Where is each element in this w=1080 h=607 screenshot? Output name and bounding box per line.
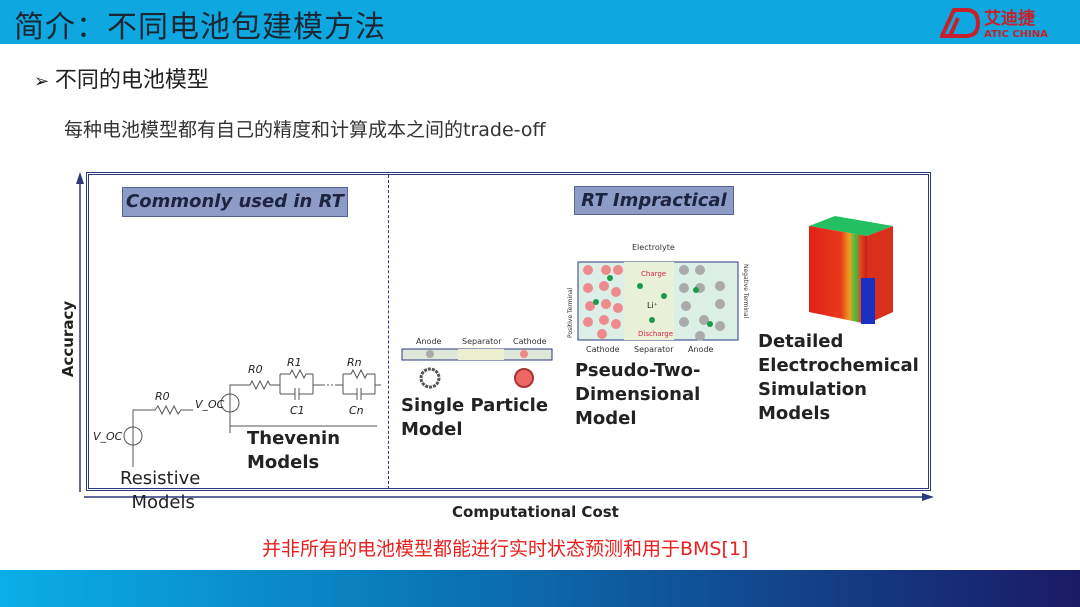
positive-terminal-label: Positive Terminal [567,287,574,338]
r0-label-2: R0 [248,363,263,376]
footnote-warning: 并非所有的电池模型都能进行实时状态预测和用于BMS[1] [262,538,749,560]
svg-text:ATIC CHINA: ATIC CHINA [984,29,1048,40]
header-bar [0,0,1080,44]
y-axis-label: Accuracy [59,300,77,378]
electrolyte-label: Electrolyte [632,243,675,252]
x-axis-label: Computational Cost [452,503,619,521]
p2d-figure: Electrolyte Charge Li⁺ Discharge Positiv… [567,243,749,354]
p2d-anode-label: Anode [688,345,714,354]
r0-label: R0 [155,390,170,403]
voc-label: V_OC [93,430,123,443]
y-axis-arrow-icon [76,172,84,184]
arrow-bullet-icon: ➢ [34,71,55,92]
negative-terminal-label: Negative Terminal [742,264,749,319]
li-ion-label: Li⁺ [647,301,658,310]
svg-text:艾迪捷: 艾迪捷 [984,8,1036,29]
r1-label: R1 [287,356,302,369]
rn-label: Rn [347,356,362,369]
p2d-separator-label: Separator [634,345,674,354]
subtitle: 每种电池模型都有自己的精度和计算成本之间的trade-off [64,119,546,141]
tag-commonly-used-rt: Commonly used in RT [122,187,348,217]
bullet-heading: ➢ 不同的电池模型 [34,62,209,94]
footer-bar [0,570,1080,607]
p2d-cathode-label: Cathode [586,345,620,354]
discharge-label: Discharge [638,330,673,338]
tag-rt-impractical: RT Impractical [574,186,734,215]
spm-cathode-label: Cathode [513,337,547,346]
company-logo: 艾迪捷 ATIC CHINA [938,6,1055,40]
voc-label-2: V_OC [195,398,225,411]
c1-label: C1 [290,404,305,417]
circuit-diagrams: R0 V_OC V_OC R0 R1 Rn C1 Cn [93,356,381,467]
charge-label: Charge [641,270,666,278]
spm-anode-label: Anode [416,337,442,346]
electrochemical-3d-render [809,216,893,324]
diagram-frame [86,172,931,491]
rt-divider [388,175,389,489]
cn-label: Cn [349,404,364,417]
x-axis-arrow-icon [922,493,934,501]
single-particle-figure: Anode Separator Cathode [401,337,553,389]
page-title: 简介：不同电池包建模方法 [14,10,386,45]
bullet-text: 不同的电池模型 [54,68,209,93]
spm-separator-label: Separator [462,337,502,346]
